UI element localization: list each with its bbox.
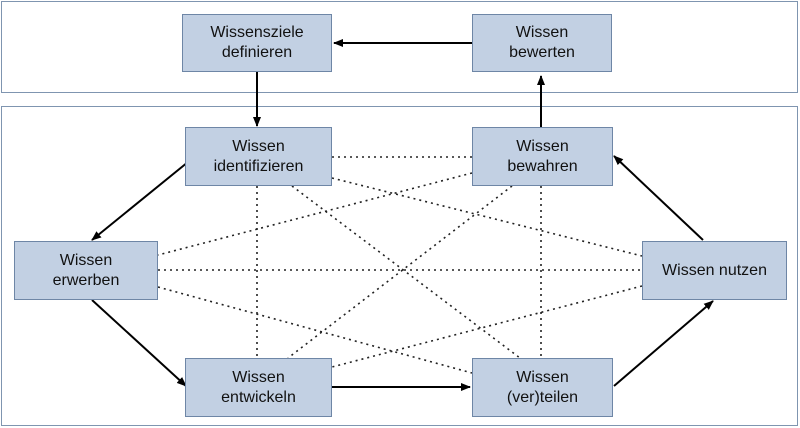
arrow-acquire-to-develop: [91, 299, 187, 387]
node-identify-knowledge: Wissen identifizieren: [185, 127, 332, 186]
dotted-acquire-share: [157, 286, 473, 374]
node-label-line2: bewahren: [507, 157, 578, 175]
node-label-line2: erwerben: [52, 271, 120, 289]
node-label-line1: Wissen: [515, 24, 569, 41]
node-label-line2: bewerten: [509, 44, 575, 61]
node-preserve-knowledge: Wissen bewahren: [472, 127, 613, 186]
dotted-use-develop: [331, 285, 643, 368]
node-acquire-knowledge: Wissen erwerben: [14, 241, 158, 300]
node-label-line2: (ver)teilen: [506, 388, 579, 406]
node-define-knowledge-goals: Wissensziele definieren: [182, 14, 332, 72]
node-label-line1: Wissen: [59, 251, 113, 269]
node-label-line1: Wissen nutzen: [662, 261, 767, 279]
node-label-line2: definieren: [221, 44, 293, 61]
arrow-use-to-preserve: [613, 155, 704, 241]
dotted-identify-use: [331, 177, 643, 257]
node-share-knowledge: Wissen (ver)teilen: [472, 358, 613, 417]
node-label-line1: Wissensziele: [210, 24, 304, 41]
node-label-line2: entwickeln: [221, 388, 296, 406]
node-label-line1: Wissen: [516, 137, 569, 155]
arrow-identify-to-acquire: [91, 161, 189, 241]
node-label-line2: identifizieren: [213, 157, 304, 175]
node-label-line1: Wissen: [516, 368, 569, 386]
node-label-line1: Wissen: [232, 137, 285, 155]
node-use-knowledge: Wissen nutzen: [642, 241, 787, 300]
goal-setting-frame: [1, 1, 798, 93]
node-evaluate-knowledge: Wissen bewerten: [472, 14, 612, 72]
dotted-preserve-acquire: [157, 172, 473, 256]
arrow-share-to-use: [613, 300, 714, 387]
node-label-line1: Wissen: [232, 368, 285, 386]
node-develop-knowledge: Wissen entwickeln: [185, 358, 332, 417]
dotted-preserve-develop: [287, 185, 513, 359]
